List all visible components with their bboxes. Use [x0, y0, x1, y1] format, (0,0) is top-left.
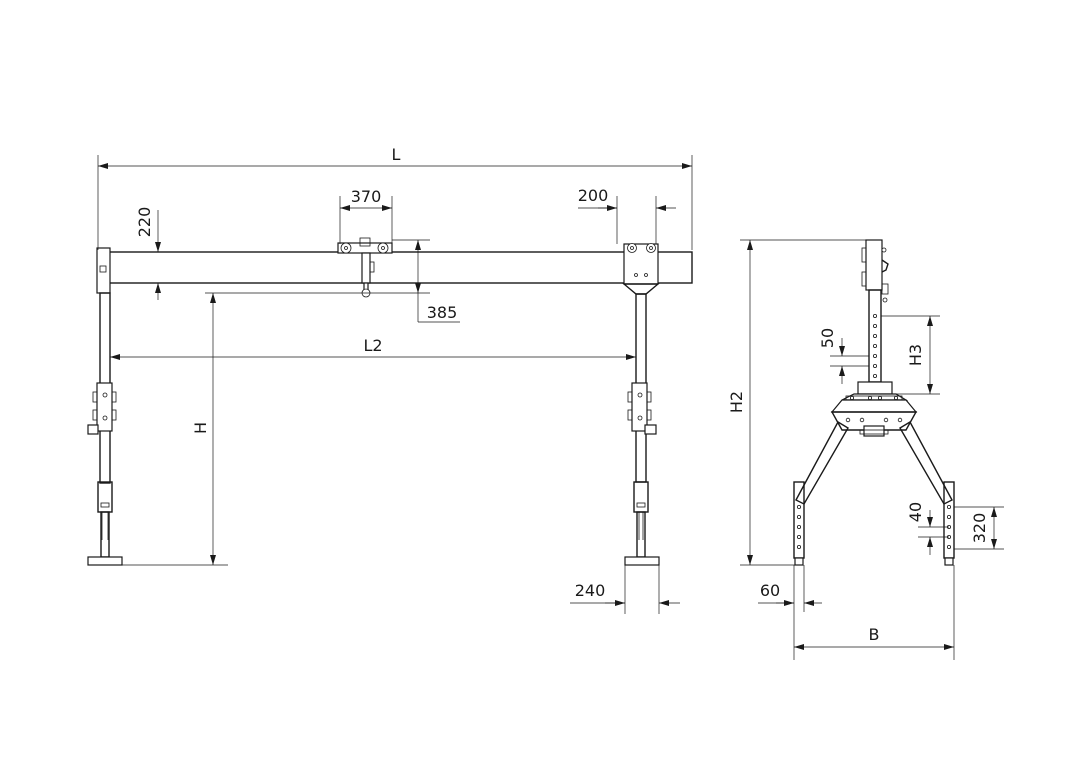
- dimension-240: 240: [570, 565, 680, 614]
- left-end-plate: [96, 247, 111, 294]
- side-view: H2 H3 50 40 32: [727, 239, 1004, 660]
- dimension-B: B: [794, 565, 955, 660]
- label-240: 240: [575, 581, 606, 600]
- label-H3: H3: [906, 344, 925, 366]
- left-leg-clamp: [96, 382, 113, 432]
- right-leg-clamp: [631, 382, 648, 432]
- dimension-320: 320: [954, 506, 1004, 550]
- upright-holes: [873, 313, 878, 378]
- dimension-220: 220: [135, 207, 172, 300]
- dimension-L2: L2: [110, 336, 636, 360]
- main-beam: [99, 251, 693, 284]
- label-60: 60: [760, 581, 780, 600]
- end-plate-bolt: [99, 265, 107, 273]
- left-leg: [87, 292, 123, 566]
- label-H2: H2: [727, 391, 746, 413]
- dimension-L: L: [97, 145, 693, 250]
- dimension-50: 50: [818, 328, 869, 384]
- label-L2: L2: [363, 336, 382, 355]
- side-left-leg-holes: [797, 504, 802, 550]
- label-40: 40: [906, 502, 925, 522]
- side-beam-head: [865, 239, 883, 291]
- right-leg: [622, 243, 660, 566]
- dimension-60: 60: [758, 565, 822, 660]
- label-385: 385: [427, 303, 458, 322]
- label-200: 200: [578, 186, 609, 205]
- label-B: B: [869, 625, 880, 644]
- label-50: 50: [818, 328, 837, 348]
- trolley: [337, 237, 393, 298]
- label-220: 220: [135, 207, 154, 238]
- front-view: L 370 200 220: [87, 145, 693, 614]
- dimension-385: 385: [205, 239, 460, 323]
- dimension-370: 370: [339, 187, 393, 244]
- dimension-40: 40: [906, 502, 949, 555]
- dimension-H: H: [122, 293, 228, 566]
- side-right-leg-holes: [947, 504, 952, 550]
- label-370: 370: [351, 187, 382, 206]
- label-H: H: [191, 422, 210, 434]
- dimension-H3: H3: [881, 315, 940, 395]
- label-320: 320: [970, 513, 989, 544]
- dimension-200: 200: [578, 186, 676, 244]
- label-L: L: [392, 145, 401, 164]
- dimension-H2: H2: [727, 239, 866, 566]
